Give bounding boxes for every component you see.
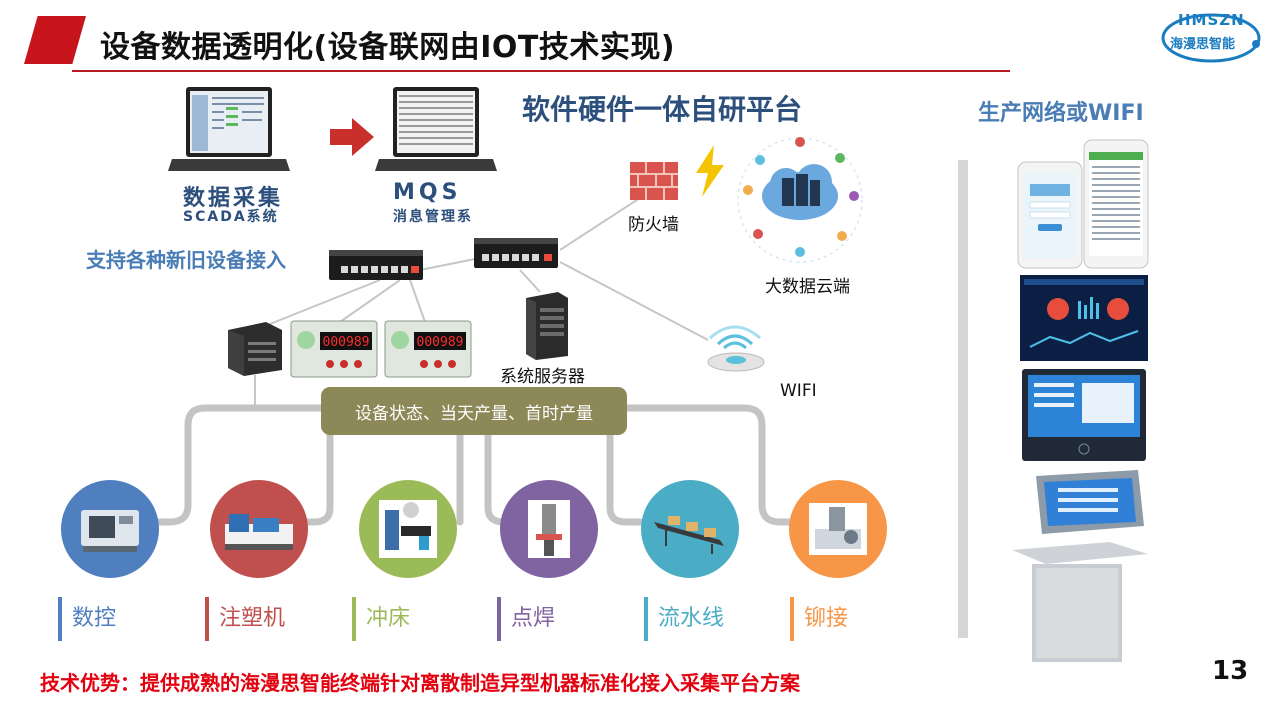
machine-label-welder: 点焊 bbox=[497, 597, 555, 641]
machine-label-conveyor: 流水线 bbox=[644, 597, 724, 641]
plc-module-icon bbox=[228, 322, 282, 376]
firewall-icon bbox=[630, 162, 678, 200]
vertical-divider bbox=[958, 160, 968, 638]
cnc-lathe-icon bbox=[81, 510, 139, 552]
platform-heading: 软件硬件一体自研平台 bbox=[522, 93, 803, 126]
network-switch-icon bbox=[329, 250, 423, 280]
digital-counter-icon: 000989 bbox=[384, 320, 472, 378]
big-data-cloud-icon bbox=[737, 137, 863, 263]
cloud-label: 大数据云端 bbox=[765, 277, 850, 297]
title-underline bbox=[72, 70, 1010, 72]
firewall-label: 防火墙 bbox=[628, 215, 679, 235]
mqs-laptop-icon bbox=[375, 87, 497, 171]
logo-text-top: HMSZN bbox=[1178, 11, 1245, 29]
meter-readout: 000989 bbox=[417, 335, 464, 350]
machine-label-injection: 注塑机 bbox=[205, 597, 285, 641]
meter-readout: 000989 bbox=[323, 335, 370, 350]
smartphones-icon bbox=[1017, 139, 1149, 269]
hmszn-logo bbox=[1161, 13, 1261, 63]
status-box: 设备状态、当天产量、首时产量 bbox=[321, 387, 627, 435]
scada-title: 数据采集 bbox=[183, 186, 284, 211]
machine-label-riveting: 铆接 bbox=[790, 597, 848, 641]
injection-molding-icon bbox=[225, 514, 293, 550]
spot-welder-icon bbox=[528, 500, 570, 558]
control-panel-screen-icon bbox=[1022, 369, 1146, 461]
machine-label-cnc: 数控 bbox=[58, 597, 116, 641]
lightning-icon bbox=[696, 145, 724, 197]
conveyor-line-icon bbox=[654, 516, 724, 554]
mqs-title: MQS bbox=[393, 180, 462, 205]
server-label: 系统服务器 bbox=[500, 367, 585, 387]
scada-laptop-icon bbox=[168, 87, 290, 171]
network-heading: 生产网络或WIFI bbox=[978, 101, 1144, 126]
machine-label-punch: 冲床 bbox=[352, 597, 410, 641]
scada-subtitle: SCADA系统 bbox=[183, 209, 279, 225]
kiosk-terminal-icon bbox=[1012, 470, 1148, 662]
wifi-label: WIFI bbox=[780, 381, 817, 401]
server-tower-icon bbox=[526, 292, 568, 360]
dashboard-screen-icon bbox=[1020, 275, 1148, 361]
machine-circle-conveyor[interactable] bbox=[641, 480, 739, 578]
page-title: 设备数据透明化(设备联网由IOT技术实现) bbox=[100, 30, 676, 65]
network-switch-icon bbox=[474, 238, 558, 268]
support-heading: 支持各种新旧设备接入 bbox=[86, 248, 286, 272]
mqs-subtitle: 消息管理系 bbox=[393, 209, 473, 225]
page-number: 13 bbox=[1212, 656, 1249, 686]
riveting-machine-icon bbox=[809, 503, 867, 555]
arrow-right-icon bbox=[330, 118, 374, 156]
advantage-text: 技术优势：提供成熟的海漫思智能终端针对离散制造异型机器标准化接入采集平台方案 bbox=[40, 671, 800, 695]
machine-circle-welder[interactable] bbox=[500, 480, 598, 578]
machine-circle-riveting[interactable] bbox=[789, 480, 887, 578]
digital-counter-icon: 000989 bbox=[290, 320, 378, 378]
logo-text-bottom: 海漫思智能 bbox=[1170, 37, 1236, 52]
punch-press-icon bbox=[379, 500, 437, 558]
machine-circle-injection[interactable] bbox=[210, 480, 308, 578]
machine-circle-punch[interactable] bbox=[359, 480, 457, 578]
wifi-router-icon bbox=[707, 325, 765, 372]
machine-circle-cnc[interactable] bbox=[61, 480, 159, 578]
